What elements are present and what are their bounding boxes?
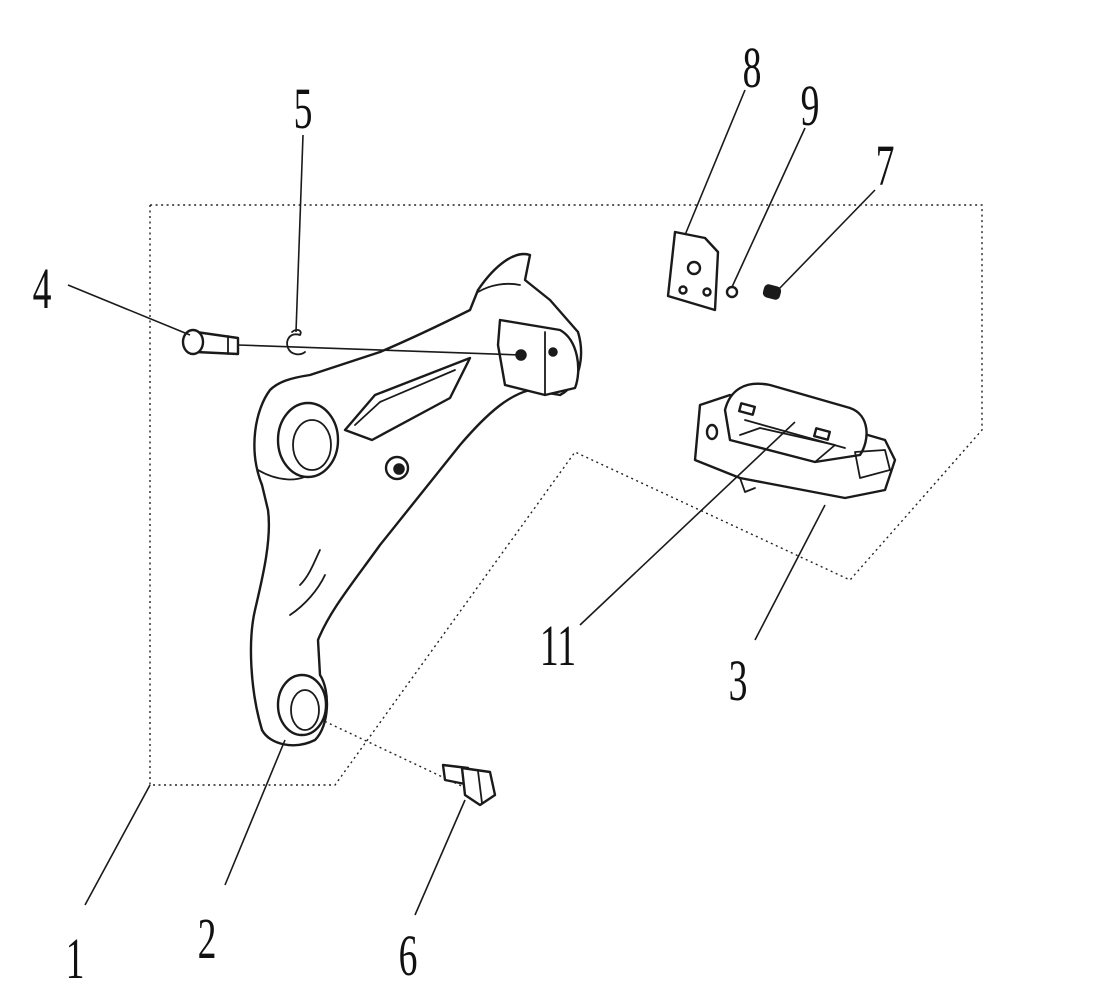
leader-2 bbox=[224, 739, 286, 886]
callout-3: 3 bbox=[729, 648, 748, 713]
assembly-group-outline bbox=[149, 204, 983, 786]
leader-5 bbox=[295, 134, 304, 333]
leader-4-through bbox=[237, 344, 521, 356]
callout-9: 9 bbox=[801, 73, 820, 138]
leader-8 bbox=[684, 89, 746, 236]
flange-bolt bbox=[441, 763, 497, 807]
leader-1 bbox=[84, 784, 151, 906]
callout-6: 6 bbox=[399, 923, 418, 988]
leader-11 bbox=[579, 421, 796, 626]
callout-11: 11 bbox=[540, 613, 576, 678]
leader-6 bbox=[414, 799, 466, 916]
bracket-plate bbox=[666, 230, 720, 312]
leader-4 bbox=[67, 284, 191, 336]
washer bbox=[725, 285, 739, 299]
foot-peg-rubber bbox=[693, 382, 897, 500]
retaining-clip bbox=[286, 328, 306, 356]
leader-3 bbox=[754, 504, 826, 641]
callout-4: 4 bbox=[33, 256, 52, 321]
callout-7: 7 bbox=[876, 133, 895, 198]
set-screw bbox=[762, 284, 782, 300]
leader-7 bbox=[777, 189, 876, 291]
clevis-pin bbox=[181, 328, 240, 356]
callout-8: 8 bbox=[743, 35, 762, 100]
callout-5: 5 bbox=[294, 76, 313, 141]
callout-2: 2 bbox=[198, 906, 217, 971]
callout-1: 1 bbox=[66, 926, 85, 991]
footrest-bracket bbox=[249, 252, 583, 747]
leader-9 bbox=[731, 127, 806, 288]
